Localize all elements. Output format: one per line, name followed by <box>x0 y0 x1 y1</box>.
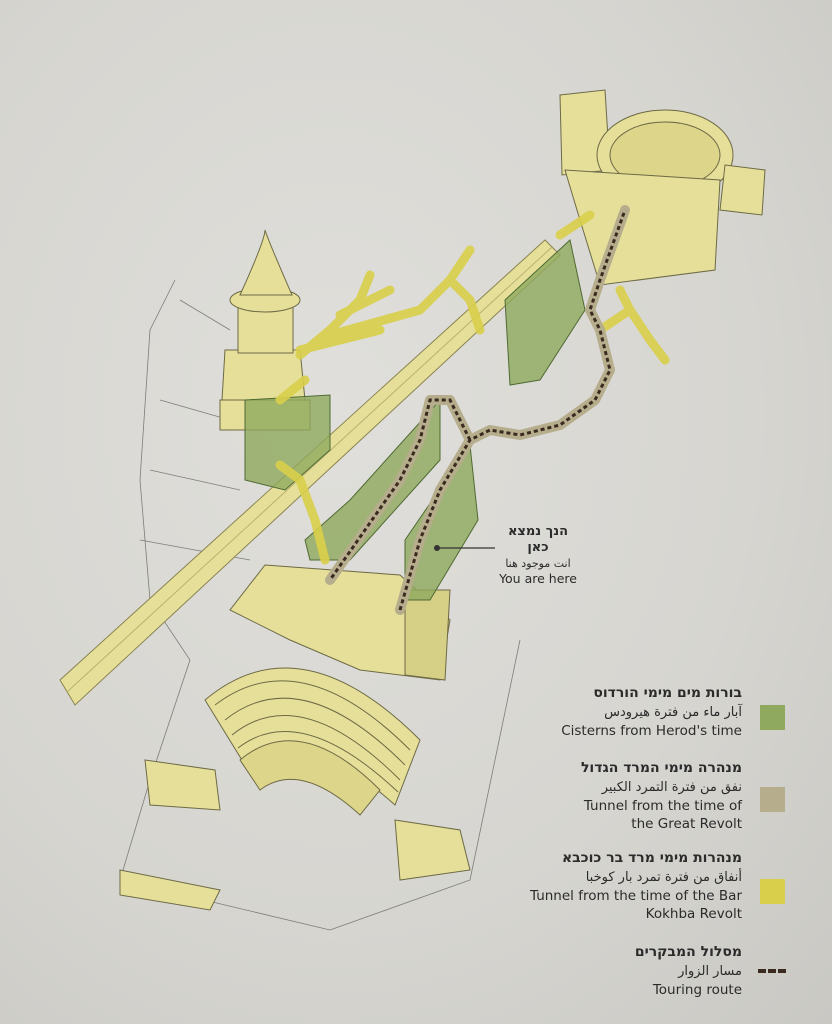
legend-hebrew: מסלול המבקרים <box>634 944 742 960</box>
cisterns <box>244 239 586 601</box>
legend-english: Touring route <box>652 982 742 998</box>
touring-route <box>328 209 627 611</box>
bar-kokhba-tunnels <box>275 210 670 565</box>
dashed-line-icon <box>758 969 786 973</box>
building-ruins <box>229 564 451 681</box>
cisterns-swatch <box>760 705 785 730</box>
legend-english: Tunnel from the time of the Bar <box>530 888 742 904</box>
you-are-here-hebrew: הנך נמצא כאן <box>507 524 569 555</box>
legend-english: Cisterns from Herod's time <box>561 723 742 739</box>
legend-english: the Great Revolt <box>631 816 742 832</box>
legend-item-great-revolt: מנהרה מימי המרד הגדול نفق من فترة التمرد… <box>581 758 742 833</box>
legend-item-touring-route: מסלול המבקרים مسار الزوار Touring route <box>635 942 742 999</box>
legend-arabic: أنفاق من فترة تمرد بار كوخبا <box>585 870 742 885</box>
fortress <box>559 89 766 286</box>
legend-english: Tunnel from the time of <box>583 798 742 814</box>
legend-english: Kokhba Revolt <box>645 906 742 922</box>
legend-hebrew: בורות מים מימי הורדוס <box>593 685 742 701</box>
terrain-outline <box>119 279 521 931</box>
bar-kokhba-swatch <box>760 879 785 904</box>
you-are-here-label: הנך נמצא כאן انت موجود هنا You are here <box>497 524 579 587</box>
you-are-here-arabic: انت موجود هنا <box>505 557 571 570</box>
great-revolt-swatch <box>760 787 785 812</box>
legend-item-bar-kokhba: מנהרות מימי מרד בר כוכבא أنفاق من فترة ت… <box>530 848 742 923</box>
legend-item-cisterns: בורות מים מימי הורדוס آبار ماء من فترة ه… <box>561 683 742 740</box>
legend-hebrew: מנהרות מימי מרד בר כוכבא <box>561 850 742 866</box>
legend-arabic: آبار ماء من فترة هيرودس <box>604 705 742 720</box>
you-are-here-english: You are here <box>499 571 577 586</box>
theater <box>119 667 471 911</box>
legend-hebrew: מנהרה מימי המרד הגדול <box>580 760 742 776</box>
you-are-here-marker <box>434 545 440 551</box>
legend-arabic: نفق من فترة التمرد الكبير <box>601 780 742 795</box>
legend-arabic: مسار الزوار <box>678 964 742 979</box>
